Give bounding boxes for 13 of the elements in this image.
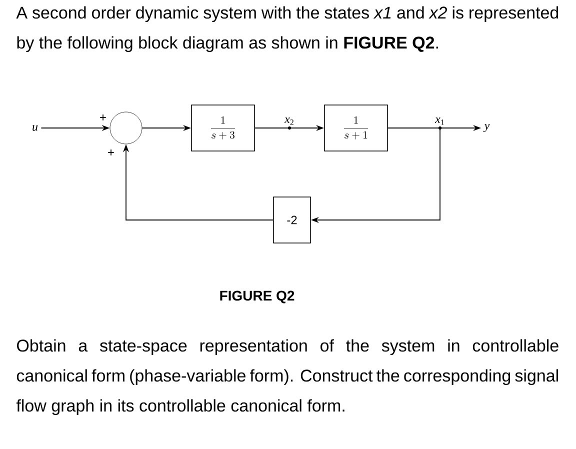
signal-label: x$_{1}$ (434, 118, 444, 125)
gain-block: -2 (273, 196, 311, 244)
summing-junction (110, 112, 142, 144)
transfer-function-block: $\frac{1}{s+3}$ (191, 104, 255, 152)
figure-caption: FIGURE Q2 (220, 290, 294, 304)
signal-label: x$_{2}$ (284, 118, 294, 125)
sign-label: + (108, 150, 114, 156)
sign-label: + (100, 114, 106, 120)
input-label: u (32, 125, 38, 131)
transfer-function-block: $\frac{1}{s+1}$ (324, 104, 388, 152)
question-text: Obtain a state-space representation of the system in controllable canonical form (phase-variable form). Construct the corresponding signal flow graph in its controllable canonical form. (16, 339, 558, 416)
problem-text: A second order dynamic system with the states x1 and x2 is represented by the following block diagram as shown in FIGURE Q2. (16, 6, 558, 52)
output-label: y (483, 124, 490, 132)
